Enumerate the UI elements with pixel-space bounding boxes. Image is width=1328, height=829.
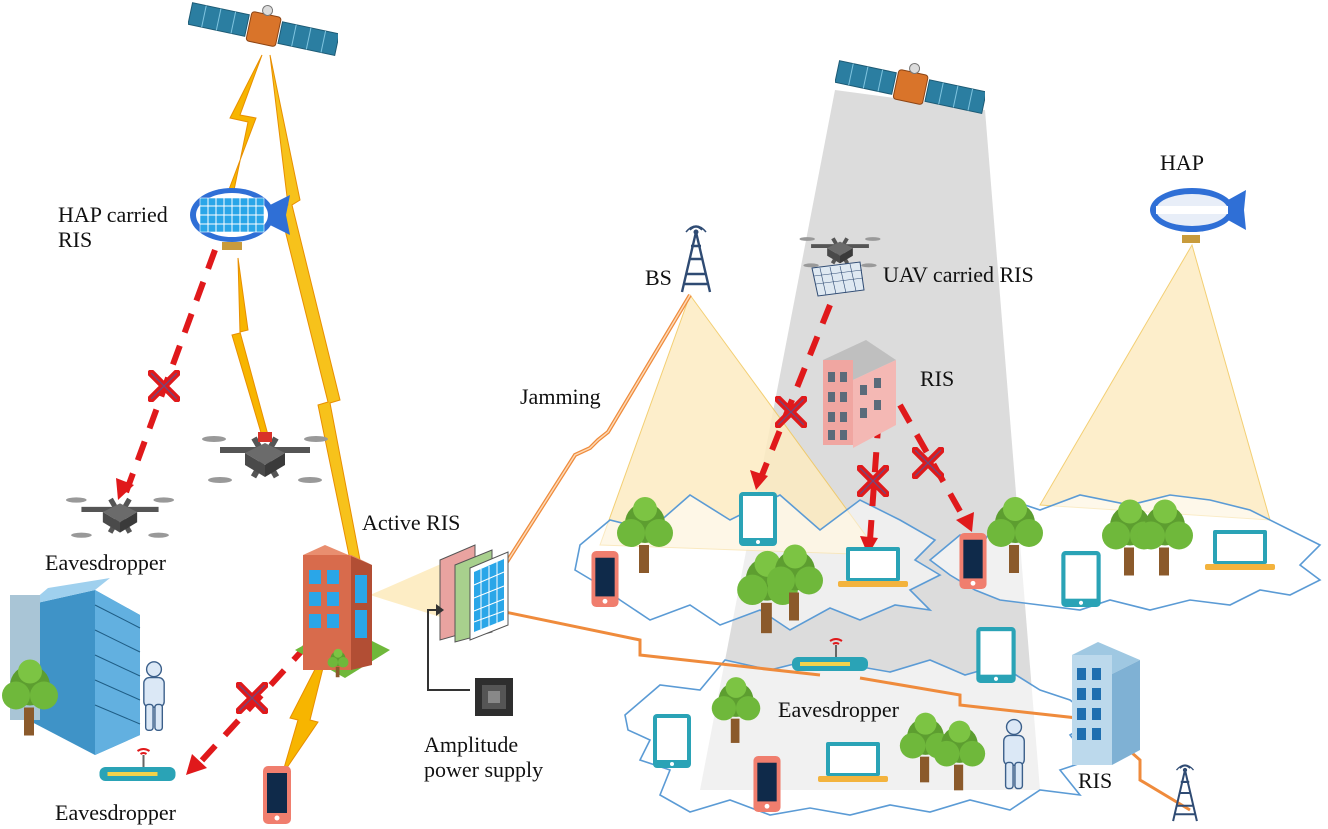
uav-drone-icon: [202, 436, 328, 483]
laptop-icon: [818, 742, 888, 782]
amplitude-power-chip-icon: [475, 678, 513, 716]
phone-icon: [591, 550, 619, 608]
tower-bottom-icon: [1171, 763, 1199, 823]
blocked-link-ris-to-phone: [897, 403, 968, 522]
blocked-arrowhead-eve: [116, 478, 134, 500]
laptop-icon: [1205, 530, 1275, 570]
cell-region-bottom: [624, 659, 1097, 816]
active-ris-building-icon: [295, 545, 390, 678]
hap-carried-ris-label: HAP carried RIS: [58, 202, 168, 252]
hap-airship-icon: [1150, 188, 1246, 243]
blocked-arrowhead-laptop: [860, 536, 878, 555]
person-eavesdropper-icon: [143, 661, 165, 731]
phone-icon: [959, 532, 987, 590]
eavesdropper-drone-icon: [66, 497, 174, 538]
power-line: [427, 609, 470, 691]
amplitude-label-line1: Amplitude: [424, 732, 519, 757]
uav-carried-ris-label: UAV carried RIS: [883, 262, 1034, 287]
phone-icon: [263, 766, 291, 824]
laptop-icon: [838, 547, 908, 587]
eavesdropper-center-label: Eavesdropper: [778, 697, 899, 722]
bs-tower-icon: [680, 224, 712, 294]
jamming-label: Jamming: [520, 384, 601, 409]
uav-payload: [258, 432, 272, 442]
active-ris-label: Active RIS: [362, 510, 461, 535]
hap-to-drone-link: [231, 257, 269, 437]
router-eavesdropper-icon: [98, 747, 177, 783]
uav-carried-ris-icon: [799, 237, 881, 297]
amplitude-label-line2: power supply: [424, 757, 544, 782]
phone-icon: [753, 755, 781, 813]
ris-to-router-link: [504, 610, 821, 677]
tablet-icon: [1061, 551, 1101, 607]
hap-carried-ris-label-line2: RIS: [58, 227, 93, 252]
blocked-arrowhead-router: [186, 754, 207, 775]
satellite-left-icon: [188, 2, 338, 60]
tablet-icon: [739, 492, 777, 546]
tablet-icon: [653, 714, 691, 768]
satellite-to-building-link: [269, 54, 361, 561]
satellite-to-hap-link: [224, 54, 263, 202]
jamming-link-inner: [504, 294, 691, 566]
hap-carried-ris-label-line1: HAP carried: [58, 202, 168, 227]
bs-label: BS: [645, 265, 672, 290]
hap-carried-ris-icon: [190, 188, 290, 250]
ris-building-label: RIS: [920, 366, 955, 391]
ris-bottom-label: RIS: [1078, 768, 1113, 793]
active-ris-beam: [370, 560, 450, 620]
hap-coverage-cone: [1039, 243, 1271, 521]
ris-building-bottom-icon: [1072, 642, 1140, 765]
active-ris-panels-icon: [439, 544, 509, 643]
blocked-arrowhead-phone: [956, 512, 974, 532]
blocked-arrowhead-tablet: [750, 470, 768, 490]
eavesdropper-router-label: Eavesdropper: [55, 800, 176, 825]
blocked-link-hap-to-eve: [122, 248, 218, 497]
ris-building-icon: [823, 340, 896, 448]
eavesdropper-uav-label: Eavesdropper: [45, 550, 166, 575]
tablet-icon: [976, 627, 1016, 683]
hap-label: HAP: [1160, 150, 1205, 175]
amplitude-power-supply-label: Amplitude power supply: [424, 732, 543, 782]
